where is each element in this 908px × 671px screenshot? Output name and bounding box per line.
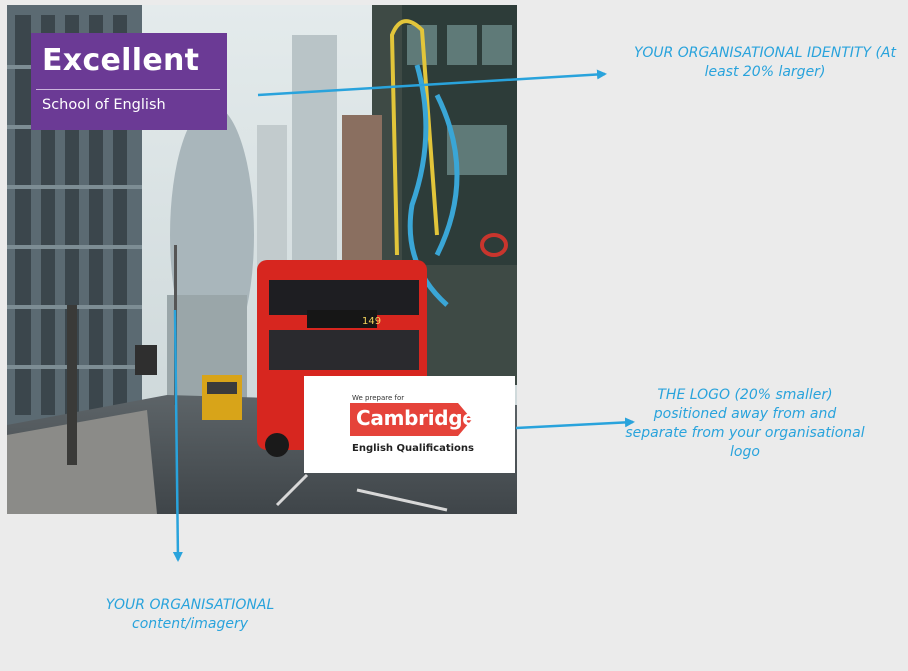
street-photo: 149: [7, 5, 517, 514]
logo-divider: [36, 89, 220, 90]
cambridge-qualifications: English Qualifications: [352, 443, 474, 454]
cambridge-tagline: We prepare for: [352, 394, 405, 402]
organisation-subtitle: School of English: [42, 97, 166, 113]
logo-callout: THE LOGO (20% smaller) positioned away f…: [625, 387, 865, 460]
organisation-logo: Excellent School of English: [31, 33, 227, 130]
organisation-name: Excellent: [42, 43, 200, 78]
content-arrow: [172, 309, 183, 562]
identity-arrow: [257, 69, 607, 97]
identity-callout: YOUR ORGANISATIONAL IDENTITY (At least 2…: [634, 45, 896, 80]
cambridge-banner-shape: [350, 403, 472, 436]
bus-route-sign: 149: [362, 316, 381, 327]
london-street-image: 149: [7, 5, 517, 514]
cambridge-logo: We prepare for Cambridge English Qualifi…: [304, 376, 515, 473]
content-callout: YOUR ORGANISATIONAL content/imagery: [105, 597, 275, 632]
cambridge-wordmark: Cambridge: [356, 406, 476, 430]
logo-arrow: [515, 417, 635, 430]
